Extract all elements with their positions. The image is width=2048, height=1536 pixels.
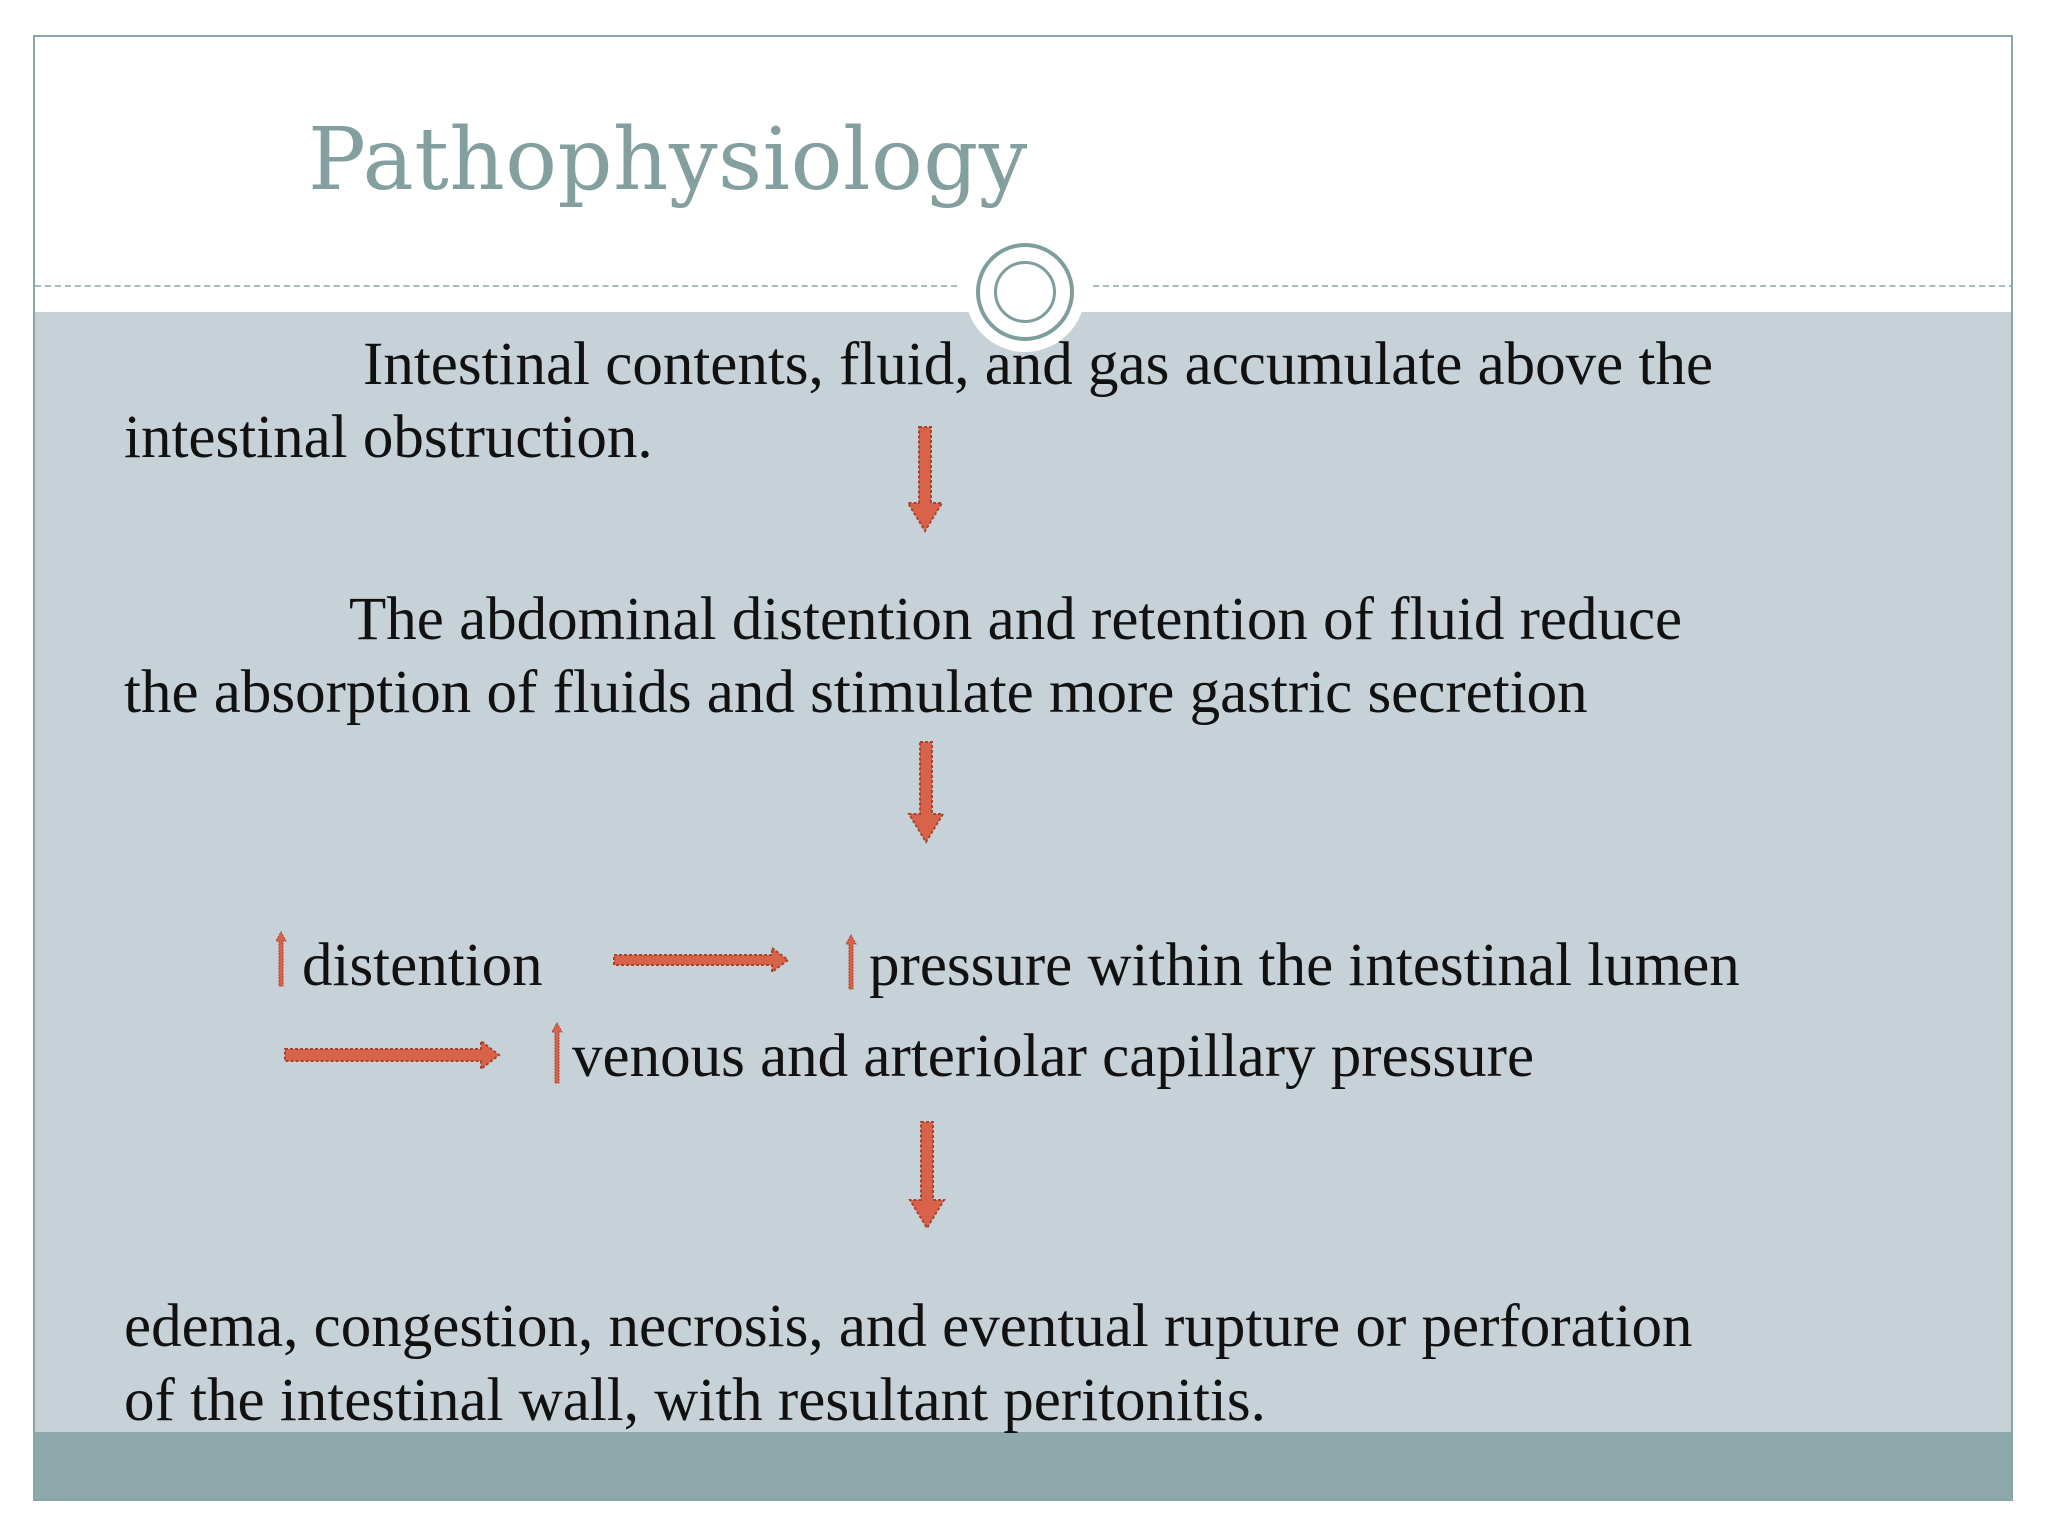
- down-arrow-icon: [907, 1120, 947, 1232]
- slide: Pathophysiology Intestinal contents, flu…: [33, 35, 2013, 1501]
- title-divider-right: [1093, 285, 2011, 287]
- capillary-text: venous and arteriolar capillary pressure: [572, 1023, 1535, 1090]
- up-arrow-icon: [551, 1022, 563, 1084]
- step2-line1: The abdominal distention and retention o…: [349, 586, 1683, 653]
- right-arrow-icon: [612, 945, 792, 975]
- down-arrow-icon: [906, 740, 946, 846]
- title-divider-left: [35, 285, 957, 287]
- distention-text: distention: [302, 932, 543, 999]
- step4-line1: edema, congestion, necrosis, and eventua…: [124, 1293, 1693, 1360]
- slide-body-background: [35, 312, 2011, 1432]
- step1-line1: Intestinal contents, fluid, and gas accu…: [363, 331, 1714, 398]
- pressure-text: pressure within the intestinal lumen: [869, 932, 1740, 999]
- step1-line2: intestinal obstruction.: [124, 404, 653, 471]
- step4-line2: of the intestinal wall, with resultant p…: [124, 1367, 1266, 1434]
- divider-ring-icon: [976, 243, 1074, 341]
- up-arrow-icon: [845, 934, 857, 990]
- footer-band: [35, 1432, 2011, 1499]
- right-arrow-icon: [283, 1038, 503, 1072]
- down-arrow-icon: [905, 425, 945, 535]
- up-arrow-icon: [275, 931, 287, 987]
- step2-line2: the absorption of fluids and stimulate m…: [124, 659, 1588, 726]
- divider-inner-ring: [994, 261, 1056, 323]
- slide-title: Pathophysiology: [308, 110, 1028, 210]
